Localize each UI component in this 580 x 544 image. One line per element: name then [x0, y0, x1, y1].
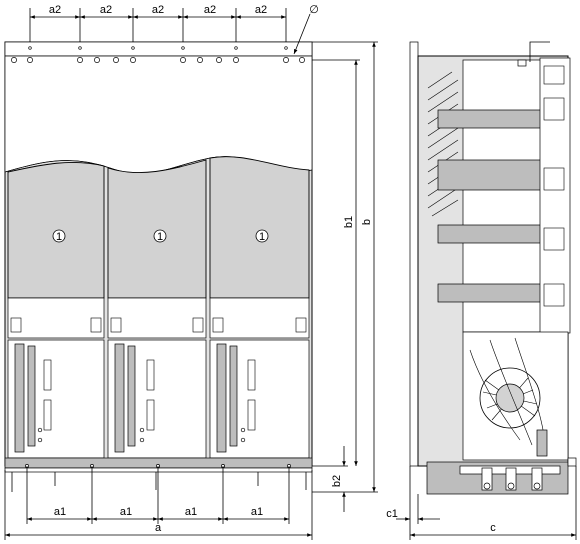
svg-text:b: b — [361, 219, 373, 225]
fan — [479, 367, 541, 429]
svg-text:a2: a2 — [255, 4, 267, 16]
svg-text:a: a — [155, 522, 162, 534]
dimension-a1: a1 a1 a1 a1 — [26, 466, 290, 524]
module-callout-3: 1 — [255, 229, 269, 243]
power-module-1 — [7, 161, 105, 353]
svg-text:b1: b1 — [343, 216, 355, 228]
module-callout-1: 1 — [52, 229, 66, 243]
svg-text:a2: a2 — [49, 4, 61, 16]
svg-text:1: 1 — [56, 231, 62, 243]
svg-text:1: 1 — [259, 231, 265, 243]
svg-text:a1: a1 — [120, 506, 132, 518]
dimension-b1: b1 — [312, 59, 360, 466]
svg-text:1: 1 — [157, 231, 163, 243]
dimension-c1: c1 — [386, 466, 440, 524]
dimension-b2: b2 — [312, 446, 348, 512]
power-module-3 — [209, 156, 310, 353]
terminal-compartments — [7, 339, 310, 459]
dimension-c: c — [409, 466, 577, 540]
side-view — [409, 41, 577, 495]
dimension-a: a — [4, 470, 313, 540]
dimension-b: b — [312, 41, 378, 493]
svg-text:a2: a2 — [100, 4, 112, 16]
svg-text:a1: a1 — [54, 506, 66, 518]
bottom-terminals — [481, 467, 543, 491]
module-callout-2: 1 — [153, 229, 167, 243]
svg-text:c: c — [490, 522, 496, 534]
svg-text:b2: b2 — [331, 475, 343, 487]
svg-text:a1: a1 — [185, 506, 197, 518]
top-mounting-holes — [11, 46, 305, 63]
front-view: 1 1 1 — [4, 41, 313, 492]
svg-text:∅: ∅ — [309, 4, 319, 16]
svg-text:a2: a2 — [204, 4, 216, 16]
svg-text:c1: c1 — [386, 508, 398, 520]
ventilation-slots — [427, 71, 459, 217]
dimension-hole-diameter: ∅ — [293, 4, 319, 55]
top-mounting-plate — [4, 41, 313, 57]
dimension-a2: a2 a2 a2 a2 a2 — [29, 4, 287, 42]
power-module-2 — [107, 159, 207, 353]
svg-text:a2: a2 — [152, 4, 164, 16]
svg-text:a1: a1 — [251, 506, 263, 518]
